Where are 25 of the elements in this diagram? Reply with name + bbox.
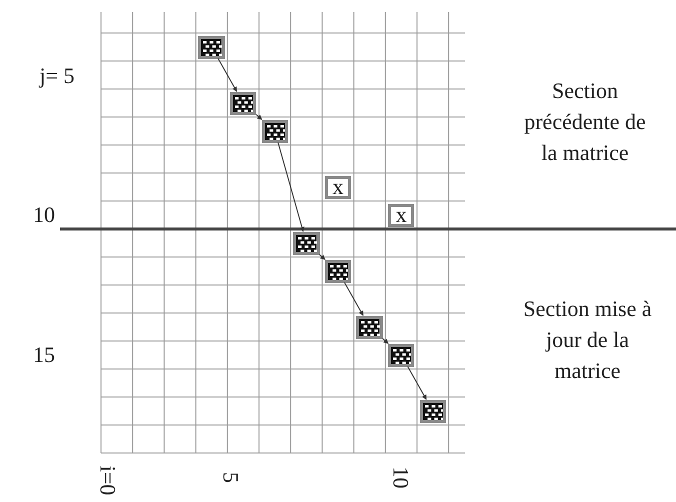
section-note: Section précédente de la matrice (523, 77, 647, 167)
arrow (382, 338, 389, 344)
marked-cell: x (388, 204, 414, 226)
arrow (218, 58, 238, 92)
column-index: 10 (388, 466, 414, 490)
filled-cell (230, 92, 256, 114)
arrow (256, 114, 262, 120)
filled-cell (324, 260, 352, 282)
row-index: 15 (32, 341, 56, 369)
filled-cell (198, 36, 225, 58)
filled-cell (356, 316, 383, 338)
row-index: 10 (32, 201, 56, 229)
filled-cell (420, 400, 446, 422)
filled-cell (293, 232, 320, 254)
arrow (344, 282, 364, 316)
arrow (278, 142, 304, 232)
arrow (407, 366, 427, 400)
filled-cell (388, 344, 414, 366)
column-index: i=0 (94, 464, 122, 498)
column-index: 5 (218, 471, 244, 485)
arrow (318, 254, 326, 260)
marked-cell: x (324, 176, 352, 198)
section-note: Section mise à jour de la matrice (522, 295, 653, 385)
row-index: j= 5 (38, 62, 76, 90)
filled-cell (262, 120, 288, 142)
